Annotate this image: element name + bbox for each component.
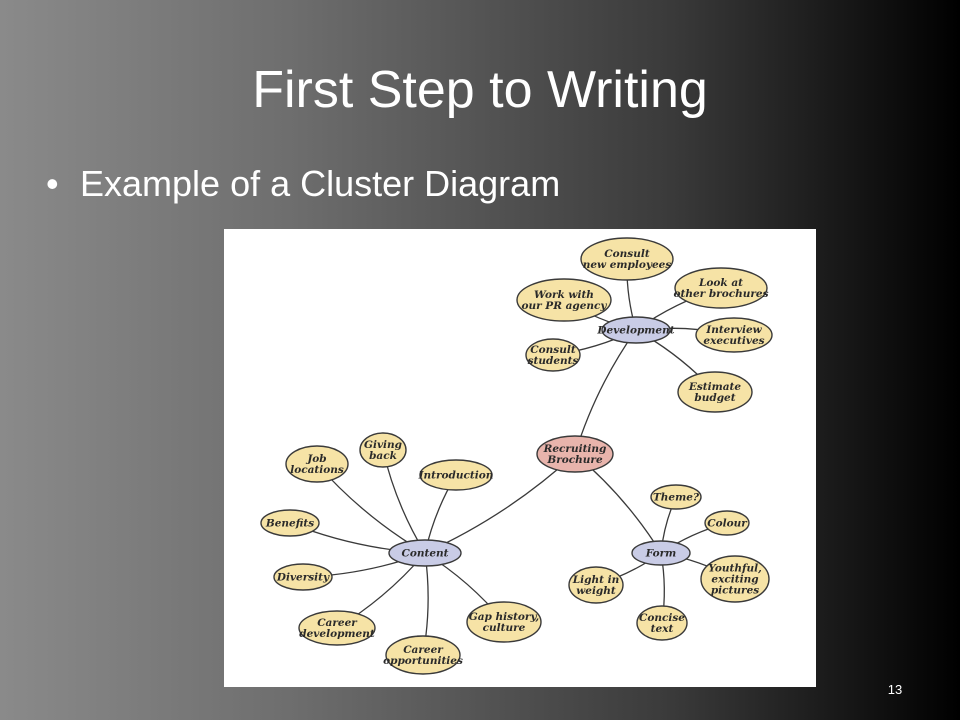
- node-content-leaf-0-shape: [359, 432, 407, 468]
- connector-lines: [289, 258, 736, 656]
- node-content-leaf-4-shape: [273, 563, 333, 591]
- bullet-item: • Example of a Cluster Diagram: [46, 160, 560, 208]
- node-form-leaf-2-label: Youthful,: [708, 563, 762, 575]
- node-content-leaf-7-label: Gap history,: [469, 611, 539, 623]
- node-content-leaf-5-label: development: [299, 628, 375, 640]
- node-content-leaf-1-label: locations: [290, 464, 344, 476]
- node-development-leaf-5-shape: [677, 371, 753, 413]
- node-development-leaf-4-shape: [525, 338, 581, 372]
- node-form-leaf-3-label: Light in: [572, 574, 619, 586]
- node-hub-form: Form: [631, 540, 691, 566]
- node-content-leaf-5-shape: [298, 610, 376, 646]
- node-content-leaf-1-label: Job: [305, 453, 326, 465]
- node-development-leaf-3-label: Interview: [705, 324, 762, 336]
- node-development-leaf-2-shape: [516, 278, 612, 322]
- node-content-leaf-0-label: back: [369, 450, 397, 462]
- node-form-leaf-0: Theme?: [650, 484, 702, 510]
- node-layer: RecruitingBrochureDevelopmentConsultnew …: [260, 237, 773, 675]
- node-development-leaf-2-label: Work with: [534, 289, 594, 301]
- node-development-leaf-0-shape: [580, 237, 674, 281]
- node-form-leaf-1-label: Colour: [707, 518, 748, 530]
- node-content-leaf-5-label: Career: [317, 617, 358, 629]
- node-development-leaf-4-label: Consult: [530, 344, 576, 356]
- cluster-diagram-canvas: RecruitingBrochureDevelopmentConsultnew …: [260, 237, 773, 675]
- node-content-leaf-6-shape: [385, 635, 461, 675]
- node-hub-content-shape: [388, 539, 462, 567]
- node-form-leaf-2-label: exciting: [711, 574, 758, 586]
- node-content-leaf-3: Benefits: [260, 509, 320, 537]
- node-content-leaf-7-label: culture: [483, 622, 526, 634]
- node-recruiting-brochure-shape: [536, 435, 614, 473]
- node-development-leaf-1-label: other brochures: [673, 288, 768, 300]
- node-hub-content-label: Content: [401, 548, 448, 560]
- node-content-leaf-2-shape: [419, 459, 493, 491]
- node-development-leaf-3-label: executives: [703, 335, 764, 347]
- node-form-leaf-4-label: text: [651, 623, 674, 635]
- bullet-dot-icon: •: [46, 163, 59, 204]
- node-development-leaf-4-label: students: [528, 355, 579, 367]
- bullet-text: Example of a Cluster Diagram: [80, 163, 561, 204]
- node-form-leaf-4-label: Concise: [639, 612, 685, 624]
- node-development-leaf-5-label: budget: [694, 392, 735, 404]
- slide-title: First Step to Writing: [252, 61, 708, 119]
- node-content-leaf-3-shape: [260, 509, 320, 537]
- node-content-leaf-7-shape: [466, 601, 542, 643]
- node-form-leaf-1: Colour: [704, 510, 750, 536]
- node-hub-development: Development: [596, 316, 675, 344]
- node-development-leaf-1-label: Look at: [698, 277, 743, 289]
- node-form-leaf-1-shape: [704, 510, 750, 536]
- node-form-leaf-2-shape: [700, 555, 770, 603]
- node-hub-form-shape: [631, 540, 691, 566]
- node-hub-development-label: Development: [596, 325, 674, 337]
- node-hub-form-label: Form: [645, 548, 677, 560]
- node-development-leaf-3-shape: [695, 317, 773, 353]
- node-form-leaf-3-label: weight: [576, 585, 616, 597]
- node-form-leaf-4-shape: [636, 605, 688, 641]
- node-content-leaf-2: Introduction: [418, 459, 494, 491]
- node-content-leaf-4-label: Diversity: [276, 572, 330, 584]
- node-content-leaf-2-label: Introduction: [418, 470, 494, 482]
- page-number: 13: [887, 682, 903, 697]
- node-form-leaf-2-label: pictures: [711, 585, 759, 597]
- node-content-leaf-7: Gap history,culture: [466, 601, 542, 643]
- node-content-leaf-6-label: opportunities: [383, 655, 463, 667]
- node-development-leaf-2-label: our PR agency: [521, 300, 607, 312]
- node-hub-development-shape: [601, 316, 671, 344]
- node-content-leaf-3-label: Benefits: [265, 518, 314, 530]
- node-form-leaf-0-label: Theme?: [653, 492, 700, 504]
- node-content-leaf-0-label: Giving: [364, 439, 402, 451]
- node-form-leaf-0-shape: [650, 484, 702, 510]
- node-recruiting-brochure-label: Recruiting: [543, 443, 607, 455]
- node-development-leaf-0-label: Consult: [604, 248, 650, 260]
- node-recruiting-brochure-label: Brochure: [546, 454, 603, 466]
- node-hub-content: Content: [388, 539, 462, 567]
- node-content-leaf-1-shape: [285, 445, 349, 483]
- node-development-leaf-1-shape: [674, 267, 768, 309]
- node-form-leaf-3-shape: [568, 566, 624, 604]
- node-content-leaf-4: Diversity: [273, 563, 333, 591]
- node-development-leaf-5-label: Estimate: [688, 381, 742, 393]
- node-content-leaf-6-label: Career: [403, 644, 444, 656]
- node-development-leaf-0-label: new employees: [583, 259, 672, 271]
